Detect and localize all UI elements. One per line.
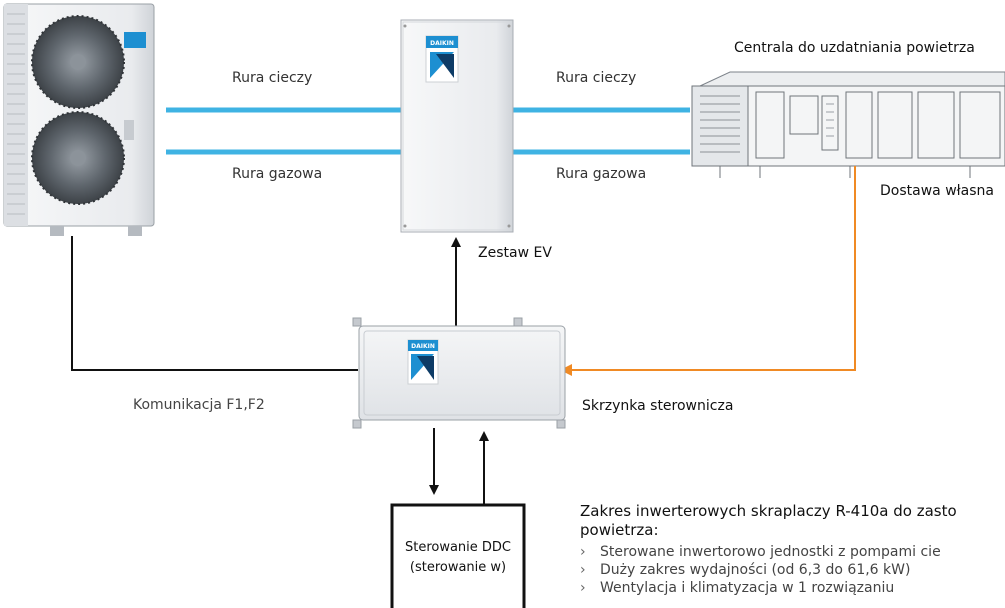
info-title-line2: powietrza:: [580, 521, 659, 539]
list-item-text: Wentylacja i klimatyzacja w 1 rozwiązani…: [600, 580, 895, 596]
list-item-text: Sterowane inwertorowo jednostki z pompam…: [600, 544, 941, 560]
ahu-label: Centrala do uzdatniania powietrza: [734, 40, 975, 56]
daikin-logo-icon: DAIKIN: [425, 35, 459, 83]
list-item: › Duży zakres wydajności (od 6,3 do 61,6 …: [580, 561, 1005, 579]
daikin-logo-icon: DAIKIN: [407, 339, 439, 385]
list-item: › Wentylacja i klimatyzacja w 1 rozwiązan…: [580, 579, 1005, 597]
chevron-right-icon: ›: [580, 580, 586, 596]
liquid-pipe-left-label: Rura cieczy: [232, 70, 313, 86]
control-box-label: Skrzynka sterownicza: [582, 398, 734, 414]
own-supply-label: Dostawa własna: [880, 183, 994, 199]
ddc-control-label: Sterowanie DDC (sterowanie w): [392, 538, 524, 578]
svg-text:DAIKIN: DAIKIN: [411, 343, 435, 350]
liquid-pipe-right-label: Rura cieczy: [556, 70, 637, 86]
communication-label: Komunikacja F1,F2: [133, 397, 265, 413]
own-supply-line: [560, 166, 856, 376]
daikin-logo-icon: [124, 32, 146, 48]
ddc-control-box: [390, 503, 526, 608]
info-block: Zakres inwerterowych skraplaczy R-410a d…: [580, 502, 1005, 597]
ev-kit-label: Zestaw EV: [478, 245, 552, 261]
info-title: Zakres inwerterowych skraplaczy R-410a d…: [580, 502, 1005, 540]
air-handling-unit: [691, 71, 1005, 178]
gas-pipe-right-label: Rura gazowa: [556, 166, 647, 182]
ev-kit-cabinet: DAIKIN: [400, 19, 514, 233]
gas-pipe-left-label: Rura gazowa: [232, 166, 323, 182]
info-title-line1: Zakres inwerterowych skraplaczy R-410a d…: [580, 502, 957, 520]
communication-line: [71, 236, 358, 371]
chevron-right-icon: ›: [580, 562, 586, 578]
ddc-label-line2: (sterowanie w): [409, 560, 507, 575]
outdoor-unit: [3, 3, 155, 236]
control-box: DAIKIN: [352, 317, 566, 429]
ddc-label-line1: Sterowanie DDC: [404, 540, 512, 555]
fan-icon: [31, 111, 125, 205]
chevron-right-icon: ›: [580, 544, 586, 560]
fan-icon: [31, 15, 125, 109]
svg-text:DAIKIN: DAIKIN: [430, 40, 454, 47]
refrigerant-pipes: [166, 107, 690, 155]
list-item-text: Duży zakres wydajności (od 6,3 do 61,6 k…: [600, 562, 911, 578]
info-list: › Sterowane inwertorowo jednostki z pompa…: [580, 543, 1005, 597]
list-item: › Sterowane inwertorowo jednostki z pompa…: [580, 543, 1005, 561]
